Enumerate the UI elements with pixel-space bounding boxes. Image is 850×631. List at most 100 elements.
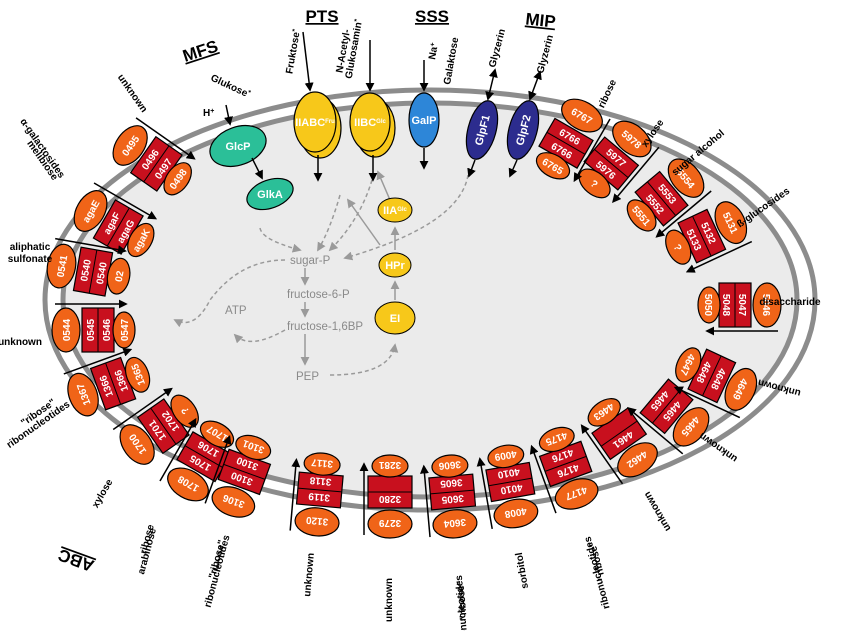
abc-substrate-label: sulfonate (8, 254, 53, 265)
abc-binding-protein (294, 507, 340, 537)
abc-binding-protein (724, 367, 758, 411)
abc-atpase (535, 152, 571, 180)
abc-permease-label: 5047 (736, 294, 747, 317)
abc-substrate-label: ribonucleotides (454, 574, 471, 631)
abc-binding-label: 4008 (503, 505, 527, 520)
glka-enzyme (246, 177, 294, 211)
abc-binding-label: 3279 (378, 517, 401, 528)
abc-atpase-label: 02 (114, 270, 127, 283)
abc-substrate-label: ribose (596, 78, 619, 110)
pts-system: IIABCFru Fruktose* IIBCGlc N-Acetyl- Glu… (284, 18, 416, 335)
abc-atpase-label: 0547 (120, 318, 131, 341)
iia-label: IIAGlc (383, 205, 407, 217)
abc-substrate-label: "ribose" (455, 580, 469, 621)
glyzerin1-label: Glyzerin (487, 28, 508, 69)
iiabc-fru-transporter (293, 91, 337, 153)
abc-binding-protein (112, 125, 148, 166)
abc-binding-protein (167, 467, 209, 502)
abc-atpase (371, 454, 409, 478)
abc-substrate-label: α-galactosides (17, 117, 66, 181)
abc-binding-label: 3604 (443, 516, 467, 529)
abc-binding-protein (612, 120, 652, 158)
abc-substrate-label: unknown (0, 337, 42, 348)
abc-permease-label: 0545 (86, 318, 97, 341)
abc-permease-label: 4010 (499, 481, 523, 496)
family-pts-label: PTS (305, 7, 338, 26)
abc-substrate-label: unknown (642, 489, 673, 533)
abc-binding-label: 0541 (56, 254, 71, 278)
abc-atpase-label: ? (180, 405, 193, 416)
abc-binding-protein (617, 442, 658, 478)
na-plus-label: Na+ (427, 42, 441, 61)
abc-binding-protein (432, 509, 478, 539)
atp-label: ATP (225, 305, 247, 317)
glcp-transporter (209, 124, 267, 168)
abc-permease-label: 3605 (439, 476, 463, 489)
glcp-label: GlcP (225, 141, 250, 153)
abc-binding-label: 5046 (760, 294, 771, 317)
mip-system: GlpF1 GlpF2 Glyzerin Glyzerin (465, 28, 556, 178)
family-mip-label: MIP (525, 10, 557, 32)
abc-binding-protein (554, 478, 599, 510)
abc-atpase-label: 3606 (438, 458, 462, 471)
abc-3605: 3604 3605 3605 3606 (419, 454, 478, 539)
family-sss-label: SSS (415, 7, 449, 26)
abc-substrate-label: unknown (302, 552, 317, 597)
abc-permease-label: 3118 (309, 474, 332, 487)
hpr-label: HPr (385, 260, 405, 272)
abc-substrate-label: sorbitol (514, 551, 531, 589)
abc-atpase (106, 257, 131, 295)
abc-permease-label: 3605 (441, 492, 465, 505)
abc-binding-label: 3120 (305, 514, 329, 527)
hpr-protein (378, 252, 412, 278)
abc-atpase (124, 356, 151, 393)
abc-atpase (303, 452, 341, 476)
glukose-label: Glukose* (209, 72, 252, 100)
abc-permease-label: 0540 (95, 261, 110, 285)
iia-glc-protein (377, 197, 413, 223)
galp-transporter (408, 92, 440, 148)
abc-binding-label: 0544 (62, 318, 73, 341)
abc-binding-protein (51, 307, 81, 353)
abc-atpase-label: ? (671, 243, 684, 253)
abc-atpase-label: 4009 (493, 448, 517, 463)
abc-atpase (538, 426, 575, 453)
ei-label: EI (390, 313, 400, 325)
abc-permease-label: 0540 (79, 258, 94, 282)
abc-binding-protein (367, 509, 413, 539)
abc-permease-label: 0546 (102, 318, 113, 341)
abc-binding-protein (714, 201, 748, 245)
abc-permease-label: 4010 (496, 465, 520, 480)
abc-permease-label: 3119 (308, 490, 331, 503)
abc-substrate-label: aliphatic (10, 242, 51, 253)
glyzerin2-label: Glyzerin (535, 34, 556, 75)
abc-permease-label: 3280 (378, 493, 401, 504)
abc-atpase-label: ? (588, 178, 600, 190)
fructose-6-p-label: fructose-6-P (287, 289, 350, 301)
abc-atpase (697, 286, 721, 324)
abc-binding-protein (667, 158, 705, 198)
family-abc-label: ABC (56, 545, 97, 575)
iibc-label: IIBCGlc (354, 117, 386, 129)
abc-binding-protein (211, 486, 256, 518)
family-mfs-label: MFS (180, 37, 220, 66)
abc-binding-protein (73, 190, 108, 232)
h-plus-label: H+ (203, 108, 214, 120)
sugar-p-label: sugar-P (290, 255, 331, 267)
abc-atpase (626, 199, 657, 232)
